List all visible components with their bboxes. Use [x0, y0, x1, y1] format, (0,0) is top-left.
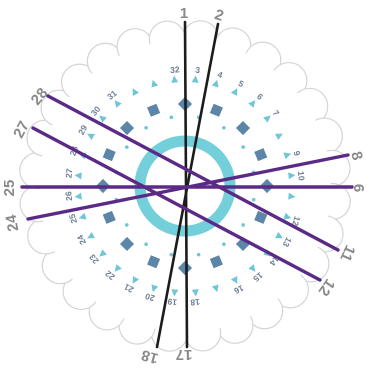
- inner-number-label: 5: [237, 78, 246, 89]
- triangle-marker: [99, 115, 107, 123]
- inner-number-label: 4: [216, 69, 224, 80]
- dot-marker: [241, 145, 246, 149]
- outer-number-label: 1: [180, 5, 188, 22]
- dot-marker: [222, 125, 226, 130]
- inner-number-label: 20: [144, 291, 156, 303]
- connection-line: [31, 126, 322, 282]
- triangle-marker: [132, 276, 140, 284]
- outer-number-label: 11: [336, 242, 358, 264]
- inner-number-label: 6: [255, 91, 265, 102]
- triangle-marker: [283, 212, 292, 220]
- inner-number-label: 24: [75, 233, 88, 246]
- dot-marker: [169, 252, 174, 257]
- triangle-marker: [288, 172, 296, 180]
- connection-line: [26, 153, 350, 221]
- square-marker: [147, 255, 161, 269]
- dot-marker: [124, 223, 129, 227]
- square-marker: [254, 148, 268, 162]
- triangle-marker: [248, 100, 256, 108]
- inner-number-label: 26: [63, 191, 74, 202]
- square-marker: [102, 210, 116, 224]
- triangle-marker: [191, 75, 199, 83]
- dot-marker: [222, 242, 226, 247]
- inner-number-label: 27: [63, 168, 74, 179]
- square-marker: [102, 148, 116, 162]
- outer-number-label: 12: [315, 276, 338, 299]
- outer-number-label: 18: [140, 346, 161, 367]
- outer-number-label: 25: [1, 180, 18, 197]
- outer-number-label: 17: [176, 346, 193, 363]
- dot-marker: [124, 145, 129, 149]
- triangle-marker: [191, 289, 199, 297]
- triangle-marker: [74, 172, 82, 180]
- inner-number-label: 9: [292, 150, 303, 158]
- triangle-marker: [78, 212, 87, 220]
- triangle-marker: [151, 79, 159, 88]
- inner-number-label: 21: [122, 282, 135, 295]
- dot-marker: [144, 242, 148, 247]
- triangle-marker: [211, 284, 219, 293]
- triangle-marker: [230, 276, 238, 284]
- inner-number-label: 16: [232, 283, 245, 296]
- triangle-marker: [74, 192, 82, 200]
- inner-number-label: 18: [190, 297, 201, 308]
- triangle-marker: [151, 284, 159, 293]
- triangle-marker: [87, 231, 95, 239]
- outer-number-label: 8: [347, 150, 366, 162]
- dot-marker: [251, 197, 256, 202]
- square-marker: [209, 103, 223, 117]
- dot-marker: [241, 223, 246, 227]
- triangle-marker: [171, 289, 179, 297]
- outer-number-label: 27: [10, 118, 33, 141]
- outer-number-label: 2: [213, 6, 226, 25]
- square-marker: [209, 255, 223, 269]
- inner-number-label: 25: [67, 212, 79, 224]
- triangle-marker: [211, 79, 219, 88]
- triangle-marker: [171, 75, 179, 83]
- triangle-marker: [248, 264, 256, 272]
- diamond-marker: [177, 260, 193, 276]
- inner-number-label: 10: [296, 171, 307, 182]
- connection-line: [46, 94, 340, 252]
- triangle-marker: [275, 231, 283, 239]
- inner-number-label: 13: [281, 236, 294, 249]
- outer-number-label: 24: [3, 213, 23, 233]
- square-marker: [254, 210, 268, 224]
- triangle-marker: [275, 133, 283, 141]
- inner-number-label: 19: [167, 297, 178, 308]
- triangle-marker: [132, 88, 140, 96]
- triangle-marker: [114, 264, 122, 272]
- inner-number-label: 7: [271, 108, 282, 118]
- inner-number-label: 29: [76, 123, 89, 136]
- dot-marker: [144, 125, 148, 130]
- triangle-marker: [99, 249, 107, 257]
- inner-number-label: 3: [195, 65, 201, 75]
- connection-lines: [20, 20, 354, 349]
- connection-line: [183, 20, 189, 349]
- triangle-marker: [114, 100, 122, 108]
- inner-number-label: 32: [170, 64, 181, 75]
- square-marker: [147, 103, 161, 117]
- triangle-marker: [283, 152, 292, 160]
- dot-marker: [169, 115, 174, 120]
- triangle-marker: [230, 88, 238, 96]
- outer-number-label: 6: [350, 184, 367, 192]
- dot-marker: [196, 252, 201, 257]
- triangle-marker: [288, 192, 296, 200]
- triangle-marker: [263, 115, 271, 123]
- triangle-marker: [87, 133, 95, 141]
